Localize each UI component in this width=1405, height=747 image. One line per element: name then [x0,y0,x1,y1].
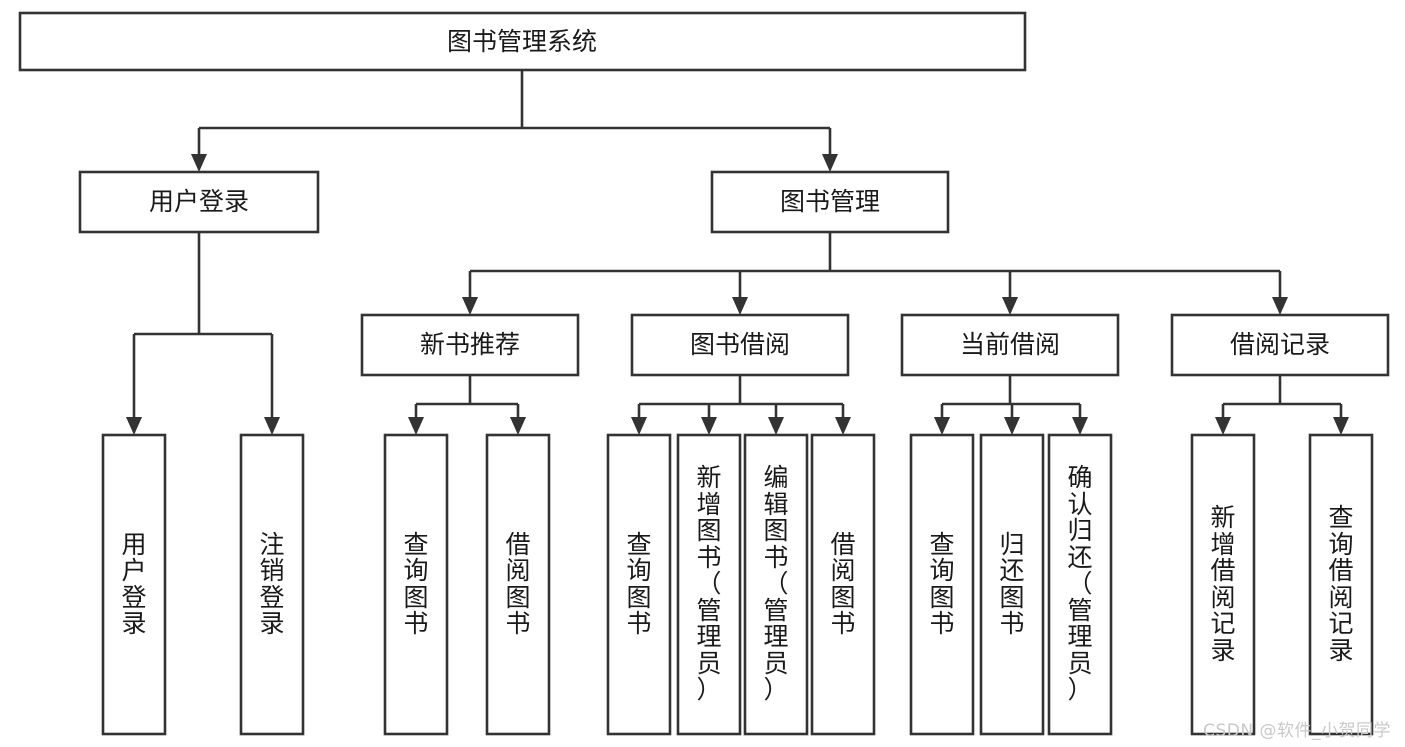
node-user-login-label: 用户登录 [149,187,249,216]
arrow-head-borrow [732,297,748,315]
node-new-book-recommend[interactable]: 新书推荐 [360,313,580,377]
arrow-head-newbook-leaf-2 [510,417,526,435]
connector-layer [126,70,1349,435]
arrow-head-current-leaf-1 [934,417,950,435]
node-borrow-records-label: 借阅记录 [1230,330,1330,359]
arrow-head-borrow-leaf-4 [835,417,851,435]
arrow-head-newbook [462,297,478,315]
leaf-box-borrow-book[interactable] [810,433,876,736]
arrow-head-current-leaf-2 [1004,417,1020,435]
node-book-management-label: 图书管理 [780,187,880,216]
leaf-box-add-book-admin[interactable] [676,433,742,736]
node-book-borrow-box[interactable] [630,313,850,377]
node-current-borrow-label: 当前借阅 [960,330,1060,359]
arrow-head-borrow-leaf-3 [768,417,784,435]
leaf-box-query-borrow-record[interactable] [1308,433,1374,736]
node-book-borrow[interactable]: 图书借阅 [630,313,850,377]
node-root[interactable]: 图书管理系统 [18,11,1027,72]
leaf-box-query-book-current[interactable] [909,433,975,736]
leaf-box-confirm-return-admin[interactable] [1047,433,1113,736]
node-book-management[interactable]: 图书管理 [710,170,950,234]
arrow-head-newbook-leaf-1 [408,417,424,435]
arrow-head-records [1272,297,1288,315]
leaf-box-query-book-newbook[interactable] [383,433,449,736]
leaf-box-layer [101,433,1374,736]
node-root-label: 图书管理系统 [447,27,597,56]
arrow-head-records-leaf-1 [1215,417,1231,435]
arrow-head-records-leaf-2 [1333,417,1349,435]
arrow-head-borrow-leaf-1 [631,417,647,435]
node-root-box[interactable] [18,11,1027,72]
arrow-head-user-login [191,154,207,172]
node-borrow-records[interactable]: 借阅记录 [1170,313,1390,377]
csdn-watermark: CSDN @软件_小贺同学 [1203,721,1391,741]
leaf-box-query-book-borrow[interactable] [606,433,672,736]
node-new-book-recommend-label: 新书推荐 [420,330,520,359]
leaf-box-borrow-book-newbook[interactable] [485,433,551,736]
node-book-borrow-label: 图书借阅 [690,330,790,359]
leaf-box-edit-book-admin[interactable] [743,433,809,736]
arrow-head-current [1002,297,1018,315]
node-new-book-recommend-box[interactable] [360,313,580,377]
leaf-box-return-book[interactable] [979,433,1045,736]
leaf-box-logout[interactable] [239,433,305,736]
leaf-box-add-borrow-record[interactable] [1190,433,1256,736]
node-current-borrow-box[interactable] [900,313,1120,377]
arrow-head-leaf-user-login [126,417,142,435]
arrow-head-leaf-logout [264,417,280,435]
arrow-head-current-leaf-3 [1072,417,1088,435]
arrow-head-borrow-leaf-2 [701,417,717,435]
node-user-login-box[interactable] [78,170,320,234]
leaf-box-user-login[interactable] [101,433,167,736]
node-user-login[interactable]: 用户登录 [78,170,320,234]
arrow-head-book-mgmt [822,154,838,172]
node-current-borrow[interactable]: 当前借阅 [900,313,1120,377]
node-book-management-box[interactable] [710,170,950,234]
node-borrow-records-box[interactable] [1170,313,1390,377]
